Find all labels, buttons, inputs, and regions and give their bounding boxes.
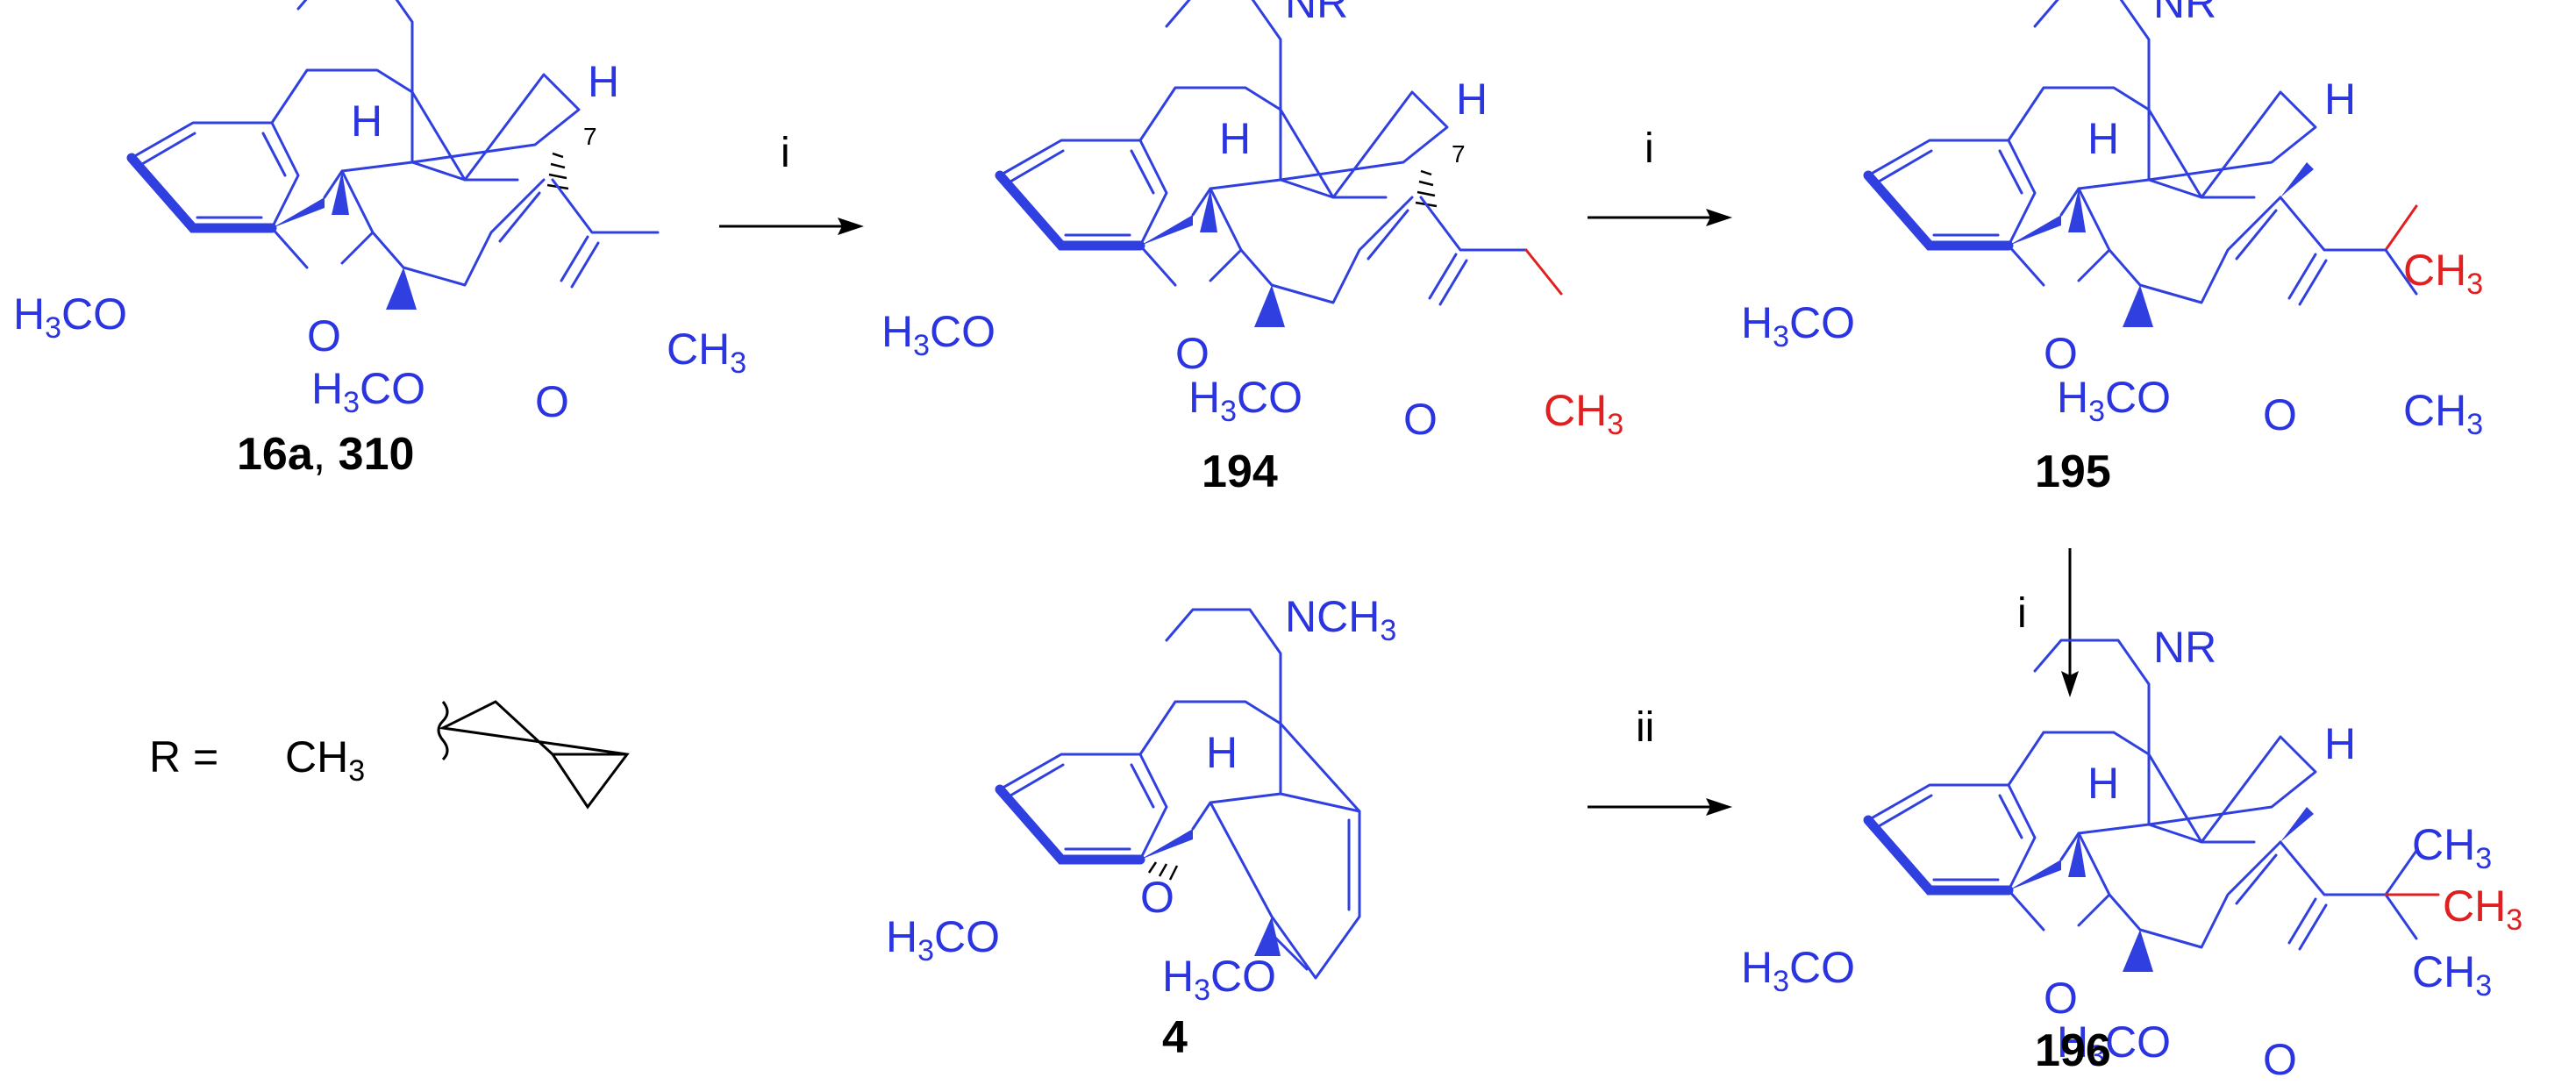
methyl-label: CH3 [1544, 386, 1623, 441]
methoxy-label: H3CO [13, 289, 127, 345]
h-label: H [588, 57, 619, 106]
methyl-label: CH3 [2443, 881, 2522, 937]
nr-label: NCH3 [1285, 592, 1396, 647]
h-label: H [2324, 719, 2356, 768]
reagent-label: i [2017, 590, 2027, 637]
compound-label: 4 [1162, 1012, 1188, 1063]
reagent-label: i [1645, 125, 1654, 172]
cyclopropylmethyl-icon [439, 700, 630, 810]
ether-oxygen: O [1140, 873, 1174, 922]
r-option-methyl: CH3 [285, 732, 365, 788]
methoxy-label: H3CO [1188, 373, 1302, 428]
compound-16a-310: NR H H H3CO O H3CO 7 O CH3 16a, 310 [13, 0, 746, 480]
ether-oxygen: O [2044, 974, 2078, 1023]
methyl-label: CH3 [2412, 947, 2492, 1003]
ether-oxygen: O [1175, 329, 1210, 378]
compound-4: NCH3 H H3CO O H3CO 4 [886, 592, 1396, 1063]
methyl-label: CH3 [2403, 386, 2483, 441]
h-label: H [1206, 728, 1238, 777]
r-equals-label: R = [149, 732, 218, 782]
reaction-arrow-1: i [719, 130, 864, 235]
position-label: 7 [583, 123, 597, 150]
compound-196: NR H H H3CO O H3CO O CH3 CH3 CH3 196 [1741, 623, 2522, 1084]
compound-label: 196 [2035, 1025, 2111, 1076]
compound-195: NR H H H3CO O H3CO O CH3 CH3 195 [1741, 0, 2483, 497]
methoxy-label: H3CO [1741, 298, 1855, 353]
compound-label: 16a, 310 [237, 429, 414, 480]
h-label: H [2087, 759, 2119, 808]
compound-label: 194 [1202, 446, 1278, 497]
h-label: H [1456, 75, 1488, 124]
nr-label: NR [2153, 623, 2216, 672]
wavy-bond-icon [437, 701, 449, 761]
methoxy-label: H3CO [2057, 373, 2171, 428]
methoxy-label: H3CO [1162, 952, 1276, 1007]
reaction-arrow-3: i [2017, 548, 2079, 697]
h-label: H [2087, 114, 2119, 163]
methoxy-label: H3CO [2057, 1017, 2171, 1073]
position-label: 7 [1452, 140, 1466, 168]
nr-label: NR [1285, 0, 1348, 27]
h-label: H [2324, 75, 2356, 124]
methoxy-label: H3CO [881, 307, 995, 362]
reagent-label: i [781, 130, 790, 176]
methoxy-label: H3CO [886, 912, 1000, 967]
methoxy-label: H3CO [1741, 943, 1855, 998]
methyl-label: CH3 [2412, 820, 2492, 875]
carbonyl-oxygen: O [2263, 390, 2297, 439]
carbonyl-oxygen: O [2263, 1035, 2297, 1084]
nr-label: NR [417, 0, 480, 10]
ether-oxygen: O [307, 311, 341, 360]
compound-194: NR H H H3CO O H3CO 7 O CH3 194 [881, 0, 1623, 497]
reaction-arrow-4: ii [1588, 704, 1732, 816]
methoxy-label: H3CO [311, 364, 425, 419]
carbonyl-oxygen: O [535, 377, 569, 426]
r-group-definition: R = CH3 [149, 700, 630, 810]
reagent-label: ii [1636, 704, 1654, 751]
compound-label: 195 [2035, 446, 2111, 497]
methyl-label: CH3 [667, 325, 746, 380]
reaction-arrow-2: i [1588, 125, 1732, 226]
h-label: H [351, 96, 382, 146]
methyl-label: CH3 [2403, 246, 2483, 301]
h-label: H [1219, 114, 1251, 163]
ether-oxygen: O [2044, 329, 2078, 378]
nr-label: NR [2153, 0, 2216, 27]
carbonyl-oxygen: O [1403, 395, 1438, 444]
